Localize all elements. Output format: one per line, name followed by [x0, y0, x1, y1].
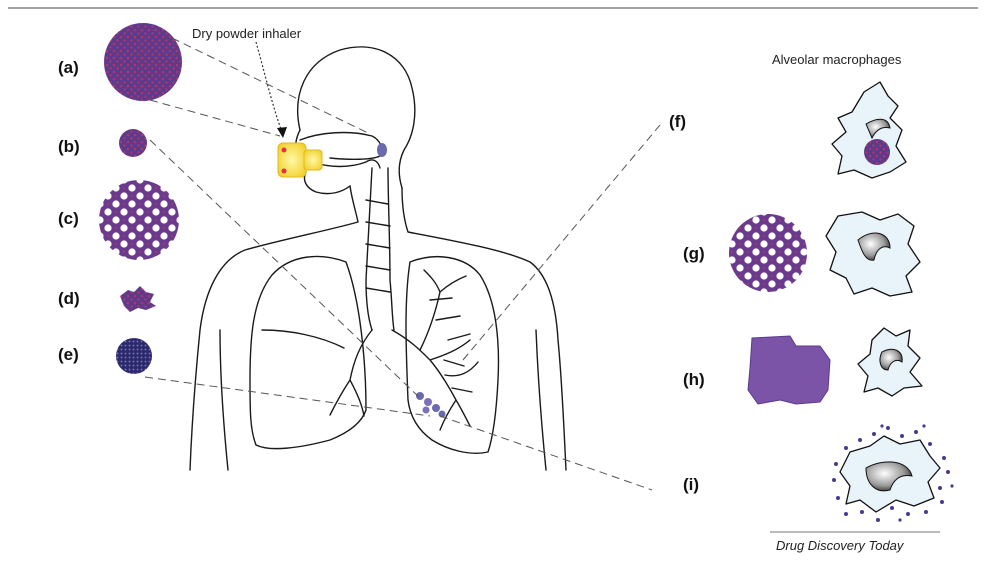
label-h: (h) — [683, 370, 705, 389]
macrophage-h — [858, 328, 922, 396]
inhaler-annotation: Dry powder inhaler — [192, 26, 302, 41]
label-b: (b) — [58, 137, 80, 156]
particle-c — [99, 180, 179, 260]
label-d: (d) — [58, 289, 80, 308]
engulfed-particle-f — [864, 139, 890, 165]
connector-lines — [145, 38, 660, 490]
label-c: (c) — [58, 209, 79, 228]
dry-powder-inhaler — [278, 143, 322, 177]
particle-e — [116, 338, 152, 374]
label-g: (g) — [683, 244, 705, 263]
particle-d — [120, 286, 156, 312]
particle-b — [119, 129, 147, 157]
label-f: (f) — [669, 112, 686, 131]
deposited-particles — [377, 143, 446, 418]
credit: Drug Discovery Today — [776, 538, 905, 553]
particle-a — [104, 23, 182, 101]
lungs — [250, 256, 498, 453]
macrophage-f — [832, 82, 906, 178]
label-e: (e) — [58, 345, 79, 364]
particle-h — [748, 336, 830, 404]
particle-g — [729, 214, 807, 292]
label-a: (a) — [58, 58, 79, 77]
macrophage-i — [832, 424, 954, 522]
macrophage-g — [826, 212, 920, 296]
inhaler-arrowhead — [277, 127, 287, 138]
left-lung — [250, 256, 366, 448]
label-i: (i) — [683, 475, 699, 494]
macrophages-annotation: Alveolar macrophages — [772, 52, 902, 67]
right-lung — [406, 257, 498, 454]
human-body-outline — [190, 47, 566, 470]
inhaler-pointer — [256, 42, 282, 132]
